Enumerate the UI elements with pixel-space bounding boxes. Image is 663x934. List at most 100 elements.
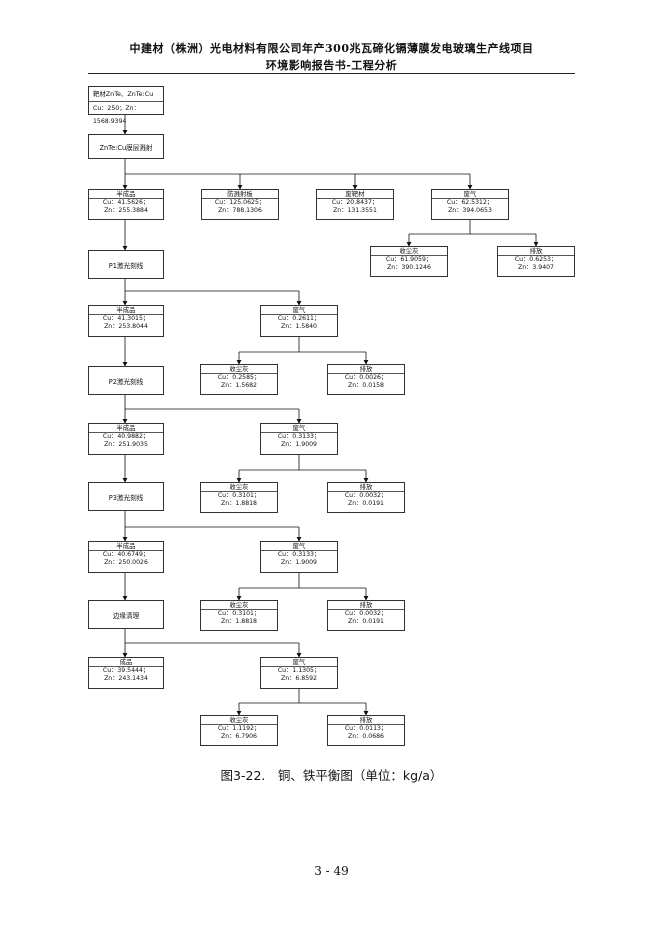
node-gas2-cu: Cu：0.2611； bbox=[277, 315, 321, 322]
node-semi2-label: 半成品 bbox=[89, 306, 163, 315]
node-edge-label: 边缘清理 bbox=[112, 611, 140, 620]
node-product-label: 成品 bbox=[89, 658, 163, 667]
node-emit1-zn: Zn：3.9407 bbox=[518, 264, 554, 271]
node-semi4-cu: Cu：40.6749； bbox=[102, 551, 150, 558]
node-emit2: 排放 Cu：0.0026； Zn：0.0158 bbox=[327, 364, 405, 395]
node-emit5-cu: Cu：0.0113； bbox=[344, 725, 388, 732]
node-dust2-zn: Zn：1.5682 bbox=[221, 382, 257, 389]
node-gas5: 废气 Cu：1.1305； Zn：6.8592 bbox=[260, 657, 338, 689]
node-gas4-cu: Cu：0.3133； bbox=[277, 551, 321, 558]
node-gas3-zn: Zn：1.9009 bbox=[281, 441, 317, 448]
node-gas5-zn: Zn：6.8592 bbox=[281, 675, 317, 682]
node-emit4-zn: Zn：0.0191 bbox=[348, 618, 384, 625]
node-emit5: 排放 Cu：0.0113； Zn：0.0686 bbox=[327, 715, 405, 746]
node-dust5-cu: Cu：1.1192； bbox=[217, 725, 261, 732]
node-sputter: ZnTe:Cu膜层溅射 bbox=[88, 134, 164, 159]
node-dust1-label: 收尘灰 bbox=[371, 247, 447, 256]
node-semi3-label: 半成品 bbox=[89, 424, 163, 433]
node-emit3: 排放 Cu：0.0032； Zn：0.0191 bbox=[327, 482, 405, 513]
node-dust1: 收尘灰 Cu：61.9059； Zn：390.1246 bbox=[370, 246, 448, 277]
node-p2: P2激光刻线 bbox=[88, 366, 164, 395]
node-sputter-label: ZnTe:Cu膜层溅射 bbox=[99, 143, 153, 152]
node-dust4-cu: Cu：0.3101； bbox=[217, 610, 261, 617]
node-p3-label: P3激光刻线 bbox=[108, 493, 144, 502]
node-semi1-zn: Zn：255.3884 bbox=[104, 207, 148, 214]
node-dust4-label: 收尘灰 bbox=[201, 601, 277, 610]
node-dust1-cu: Cu：61.9059； bbox=[385, 256, 433, 263]
node-shield-cu: Cu：125.0625； bbox=[214, 199, 266, 206]
node-gas4: 废气 Cu：0.3133； Zn：1.9009 bbox=[260, 541, 338, 573]
node-dust3-zn: Zn：1.8818 bbox=[221, 500, 257, 507]
node-dust1-zn: Zn：390.1246 bbox=[387, 264, 431, 271]
node-emit5-label: 排放 bbox=[328, 716, 404, 725]
node-semi1-label: 半成品 bbox=[89, 190, 163, 199]
node-dust2-label: 收尘灰 bbox=[201, 365, 277, 374]
node-product-zn: Zn：243.1434 bbox=[104, 675, 148, 682]
node-emit1-label: 排放 bbox=[498, 247, 574, 256]
node-target-values: Cu：250；Zn：1568.9394 bbox=[93, 105, 140, 125]
node-semi2: 半成品 Cu：41.3015； Zn：253.8044 bbox=[88, 305, 164, 337]
node-product: 成品 Cu：39.5444； Zn：243.1434 bbox=[88, 657, 164, 689]
node-emit4-cu: Cu：0.0032； bbox=[344, 610, 388, 617]
node-p1-label: P1激光刻线 bbox=[108, 261, 144, 270]
node-p1: P1激光刻线 bbox=[88, 250, 164, 279]
node-gas1: 废气 Cu：62.5312； Zn：394.0653 bbox=[431, 189, 509, 220]
node-dust2-cu: Cu：0.2585； bbox=[217, 374, 261, 381]
node-semi3-zn: Zn：251.9035 bbox=[104, 441, 148, 448]
node-semi3-cu: Cu：40.9882； bbox=[102, 433, 150, 440]
node-dust3-cu: Cu：0.3101； bbox=[217, 492, 261, 499]
node-emit3-zn: Zn：0.0191 bbox=[348, 500, 384, 507]
node-target-label: 靶材ZnTe、ZnTe:Cu bbox=[89, 87, 163, 102]
node-dust5: 收尘灰 Cu：1.1192； Zn：6.7906 bbox=[200, 715, 278, 746]
node-semi4: 半成品 Cu：40.6749； Zn：250.0026 bbox=[88, 541, 164, 573]
node-gas2-zn: Zn：1.5840 bbox=[281, 323, 317, 330]
node-dust3-label: 收尘灰 bbox=[201, 483, 277, 492]
page-number: 3 - 49 bbox=[314, 864, 349, 878]
node-waste-target-zn: Zn：131.3551 bbox=[333, 207, 377, 214]
node-gas4-label: 废气 bbox=[261, 542, 337, 551]
node-dust5-label: 收尘灰 bbox=[201, 716, 277, 725]
node-p3: P3激光刻线 bbox=[88, 482, 164, 511]
node-gas2-label: 废气 bbox=[261, 306, 337, 315]
header-title: 中建材（株洲）光电材料有限公司年产300兆瓦碲化镉薄膜发电玻璃生产线项目 bbox=[129, 42, 534, 55]
node-emit2-cu: Cu：0.0026； bbox=[344, 374, 388, 381]
node-gas1-zn: Zn：394.0653 bbox=[448, 207, 492, 214]
node-waste-target: 废靶材 Cu：20.8437； Zn：131.3551 bbox=[316, 189, 394, 220]
node-semi2-cu: Cu：41.3015； bbox=[102, 315, 150, 322]
node-product-cu: Cu：39.5444； bbox=[102, 667, 150, 674]
node-shield: 防溅射板 Cu：125.0625； Zn：788.1306 bbox=[201, 189, 279, 220]
node-p2-label: P2激光刻线 bbox=[108, 377, 144, 386]
node-gas2: 废气 Cu：0.2611； Zn：1.5840 bbox=[260, 305, 338, 337]
node-dust3: 收尘灰 Cu：0.3101； Zn：1.8818 bbox=[200, 482, 278, 513]
node-dust2: 收尘灰 Cu：0.2585； Zn：1.5682 bbox=[200, 364, 278, 395]
node-emit1: 排放 Cu：0.6253； Zn：3.9407 bbox=[497, 246, 575, 277]
node-gas5-label: 废气 bbox=[261, 658, 337, 667]
node-waste-target-cu: Cu：20.8437； bbox=[331, 199, 379, 206]
node-target: 靶材ZnTe、ZnTe:Cu Cu：250；Zn：1568.9394 bbox=[88, 86, 164, 125]
node-semi3: 半成品 Cu：40.9882； Zn：251.9035 bbox=[88, 423, 164, 455]
node-edge: 边缘清理 bbox=[88, 600, 164, 629]
node-emit2-zn: Zn：0.0158 bbox=[348, 382, 384, 389]
node-emit5-zn: Zn：0.0686 bbox=[348, 733, 384, 740]
node-shield-label: 防溅射板 bbox=[202, 190, 278, 199]
node-gas1-cu: Cu：62.5312； bbox=[446, 199, 494, 206]
header-subtitle: 环境影响报告书-工程分析 bbox=[265, 59, 398, 72]
figure-caption: 图3-22. 铜、铁平衡图（单位：kg/a） bbox=[220, 768, 443, 783]
node-semi4-zn: Zn：250.0026 bbox=[104, 559, 148, 566]
node-dust4: 收尘灰 Cu：0.3101； Zn：1.8818 bbox=[200, 600, 278, 631]
node-gas5-cu: Cu：1.1305； bbox=[277, 667, 321, 674]
node-emit4: 排放 Cu：0.0032； Zn：0.0191 bbox=[327, 600, 405, 631]
node-emit2-label: 排放 bbox=[328, 365, 404, 374]
node-emit3-label: 排放 bbox=[328, 483, 404, 492]
node-gas3: 废气 Cu：0.3133； Zn：1.9009 bbox=[260, 423, 338, 455]
node-emit4-label: 排放 bbox=[328, 601, 404, 610]
node-semi2-zn: Zn：253.8044 bbox=[104, 323, 148, 330]
node-emit3-cu: Cu：0.0032； bbox=[344, 492, 388, 499]
node-emit1-cu: Cu：0.6253； bbox=[514, 256, 558, 263]
node-dust5-zn: Zn：6.7906 bbox=[221, 733, 257, 740]
node-dust4-zn: Zn：1.8818 bbox=[221, 618, 257, 625]
node-semi1-cu: Cu：41.5626； bbox=[102, 199, 150, 206]
node-semi4-label: 半成品 bbox=[89, 542, 163, 551]
node-gas3-label: 废气 bbox=[261, 424, 337, 433]
